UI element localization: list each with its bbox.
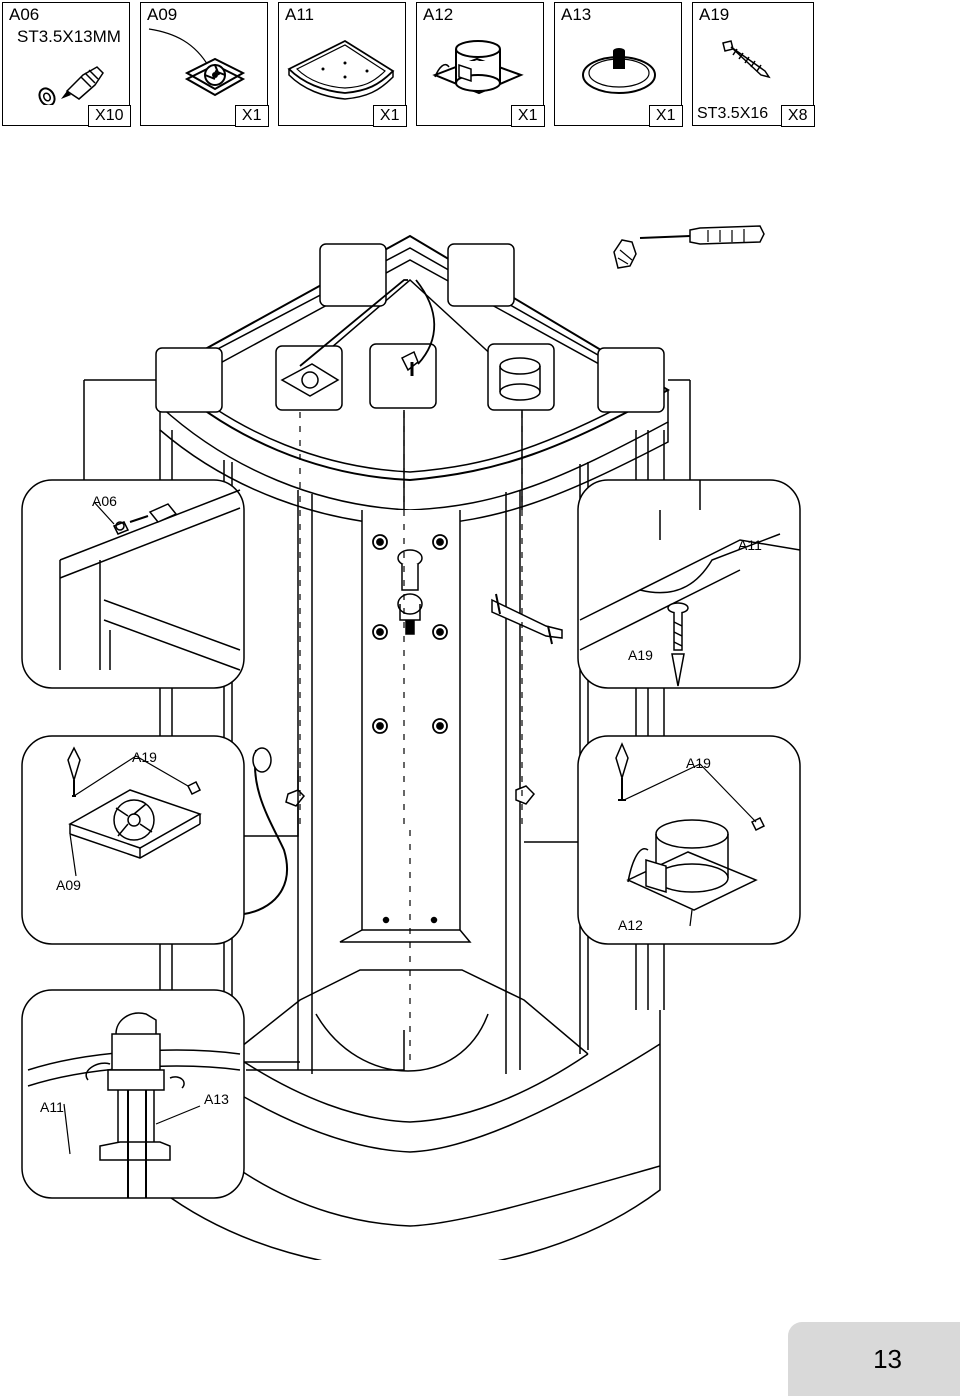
- quantity-badge: X1: [372, 104, 407, 127]
- screwdriver-icon: [613, 225, 765, 269]
- callout-a09: A09: [56, 877, 81, 893]
- part-box-a13: A13 X1: [554, 2, 683, 127]
- callout-a19-right-mid: A19: [686, 755, 711, 771]
- callout-a13: A13: [204, 1091, 229, 1107]
- quantity-badge: X8: [780, 104, 815, 127]
- callout-a11-right: A11: [738, 537, 762, 553]
- part-spec: ST3.5X13MM: [17, 27, 121, 46]
- screw-icon: [722, 40, 771, 79]
- part-code: A11: [285, 5, 314, 24]
- part-code: A06: [9, 5, 40, 24]
- callout-a12: A12: [618, 917, 643, 933]
- callout-a19-left: A19: [132, 749, 157, 765]
- assembly-diagram: A06 A11 A19 A19 A09: [21, 225, 801, 1260]
- page-number-tab: 13: [788, 1322, 960, 1396]
- fan-icon: [148, 28, 246, 97]
- parts-list: A06 ST3.5X13MM X10 A09 X1 A11: [0, 0, 960, 130]
- roof-panel-icon: [287, 39, 395, 100]
- part-box-a09: A09 X1: [140, 2, 269, 127]
- part-code: A19: [699, 5, 730, 24]
- page-number: 13: [873, 1344, 902, 1374]
- part-box-a12: A12 X1: [416, 2, 545, 127]
- speaker-icon: [432, 40, 524, 95]
- part-box-a11: A11 X1: [278, 2, 407, 127]
- part-code: A13: [561, 5, 592, 24]
- callout-a19-right-top: A19: [628, 647, 653, 663]
- part-box-a19: A19 ST3.5X16 X8: [692, 2, 815, 127]
- part-box-a06: A06 ST3.5X13MM X10: [2, 2, 131, 127]
- part-code: A12: [423, 5, 454, 24]
- shower-head-icon: [582, 48, 656, 94]
- quantity-badge: X10: [88, 104, 131, 127]
- quantity-badge: X1: [510, 104, 545, 127]
- quantity-badge: X1: [234, 104, 269, 127]
- callout-a06: A06: [92, 493, 117, 509]
- screw-with-washer-icon: [38, 66, 104, 105]
- callout-a11-bottom: A11: [40, 1099, 64, 1115]
- part-spec: ST3.5X16: [697, 105, 769, 122]
- quantity-badge: X1: [648, 104, 683, 127]
- part-code: A09: [147, 5, 178, 24]
